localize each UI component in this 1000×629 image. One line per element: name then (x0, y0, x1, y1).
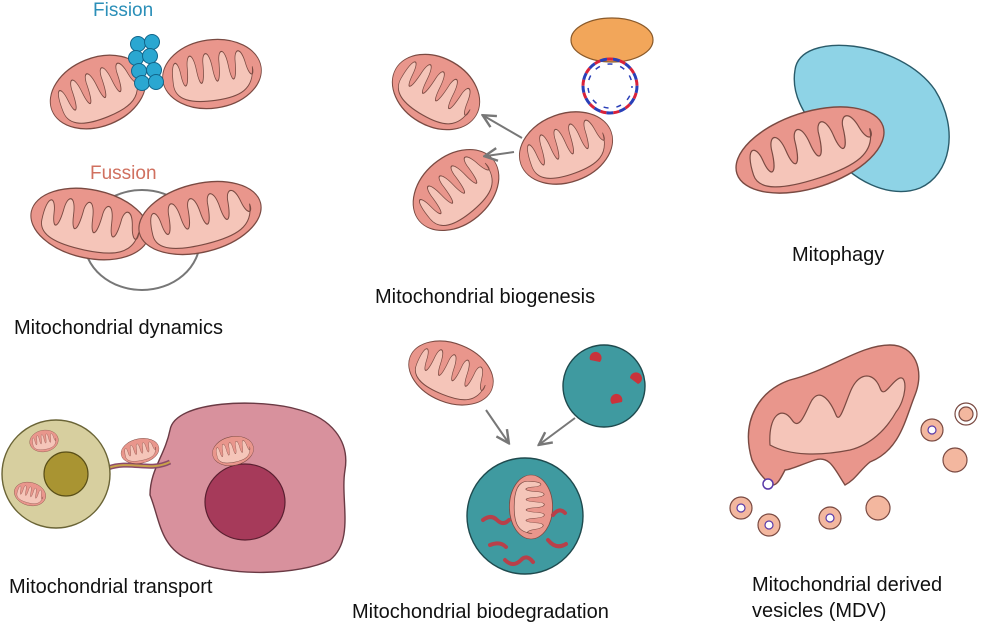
transport-caption: Mitochondrial transport (9, 576, 213, 598)
tunneling-nanotube-inner (107, 461, 171, 469)
host-nucleus (43, 451, 89, 497)
dynamics-panel (23, 32, 270, 291)
mdv-caption-line1: Mitochondrial derived (752, 574, 943, 596)
mdv-cristae (769, 375, 906, 455)
fission-mitochondrion-right (157, 32, 267, 116)
mdv-panel (729, 344, 978, 537)
daughter-mitochondrion-top (378, 38, 494, 146)
fussion-label: Fussion (90, 163, 157, 184)
biogenesis-panel (378, 17, 654, 248)
arrow-from-mitochondrion (485, 409, 508, 442)
free-mitochondrion (398, 328, 504, 418)
dynamics-caption: Mitochondrial dynamics (14, 317, 223, 339)
arrow-to-top (484, 116, 523, 139)
biogenesis-caption: Mitochondrial biogenesis (375, 286, 596, 308)
orange-body (570, 17, 654, 63)
mitophagy-caption: Mitophagy (792, 244, 885, 266)
biodegradation-panel (398, 328, 646, 575)
lysosome-enzymes (589, 351, 642, 404)
arrow-to-bottom (486, 152, 515, 156)
biodegradation-caption: Mitochondrial biodegradation (352, 601, 609, 623)
fission-protein-cluster (128, 34, 164, 91)
arrow-from-lysosome (540, 417, 576, 444)
engulfed-mitochondrion (508, 474, 554, 540)
mdv-caption-line2: vesicles (MDV) (752, 600, 887, 622)
fussion-mitochondrion-left (23, 177, 157, 271)
recipient-nucleus (204, 463, 286, 541)
degradation-fragments (481, 508, 568, 566)
lysosome (562, 344, 646, 428)
transport-panel (1, 402, 347, 574)
mitophagy-panel (724, 44, 950, 211)
mtdna-ring (581, 57, 639, 115)
daughter-mitochondrion-bottom (396, 132, 516, 248)
mdv-vesicles (729, 402, 978, 537)
fission-label: Fission (93, 0, 154, 21)
transit-mitochondrion (118, 434, 162, 468)
mdv-budding-vesicle (762, 478, 774, 490)
